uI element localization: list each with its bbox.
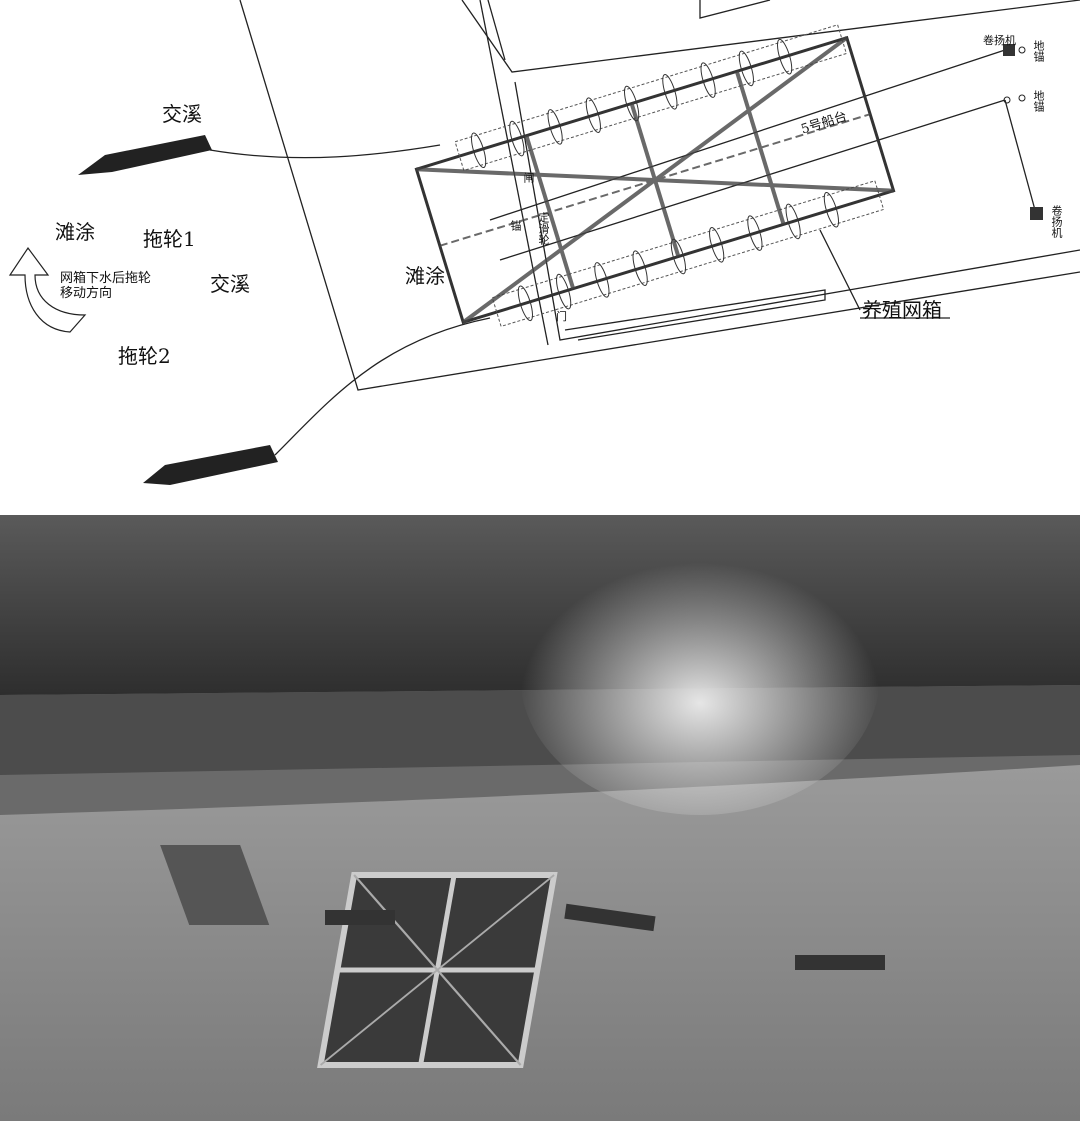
slipway-boundary xyxy=(514,81,1080,341)
tug-photo-1 xyxy=(325,910,395,925)
label-tug2: 拖轮2 xyxy=(118,344,171,368)
label-tug1: 拖轮1 xyxy=(143,227,196,251)
label-move-direction: 网箱下水后拖轮移动方向 xyxy=(60,271,152,301)
dock xyxy=(160,845,270,925)
label-pulley: 定滑轮 xyxy=(537,212,550,245)
tug-photo-3 xyxy=(795,955,885,970)
label-mudflat-center: 滩涂 xyxy=(405,264,445,288)
label-ground-anchor-top: 地锚 xyxy=(1032,40,1045,62)
label-ground-anchor-mid: 地锚 xyxy=(1032,90,1045,112)
tow-line-2 xyxy=(274,317,491,456)
tug-boat-1 xyxy=(78,135,212,175)
label-mudflat-left: 滩涂 xyxy=(55,220,95,244)
launch-layout-diagram: 交溪 滩涂 拖轮1 交溪 网箱下水后拖轮移动方向 拖轮2 滩涂 养殖网箱 卷扬机… xyxy=(0,0,1080,510)
winch-icon-right xyxy=(1030,207,1043,220)
smoke-plume xyxy=(520,535,880,815)
winch-icon-top xyxy=(1003,44,1015,56)
curved-arrow-icon xyxy=(8,246,87,333)
anchor-icon-mid xyxy=(1018,94,1026,102)
net-cage-drawing xyxy=(414,24,896,328)
label-winch-top: 卷扬机 xyxy=(983,34,1016,47)
label-winch-right: 卷扬机 xyxy=(1050,205,1063,238)
diagram-lines xyxy=(8,0,1080,485)
label-river-mid: 交溪 xyxy=(210,272,250,296)
label-gate-1: 闸 xyxy=(522,172,535,183)
cage-leader-line xyxy=(819,229,861,311)
winch-cable-top xyxy=(489,49,1006,221)
shoreline xyxy=(239,0,1080,391)
label-anchor: 锚 xyxy=(509,220,522,231)
photo-illustration xyxy=(0,515,1080,1121)
aerial-launch-photo xyxy=(0,515,1080,1121)
label-net-cage: 养殖网箱 xyxy=(862,298,942,322)
label-river-top: 交溪 xyxy=(162,102,202,126)
tow-line-1 xyxy=(209,144,441,159)
tug-photo-2 xyxy=(564,903,656,932)
label-gate-2: 门 xyxy=(556,310,567,323)
anchor-icon-top xyxy=(1018,46,1026,54)
net-cage-photo xyxy=(317,872,558,1068)
tug-boat-2 xyxy=(143,445,278,485)
